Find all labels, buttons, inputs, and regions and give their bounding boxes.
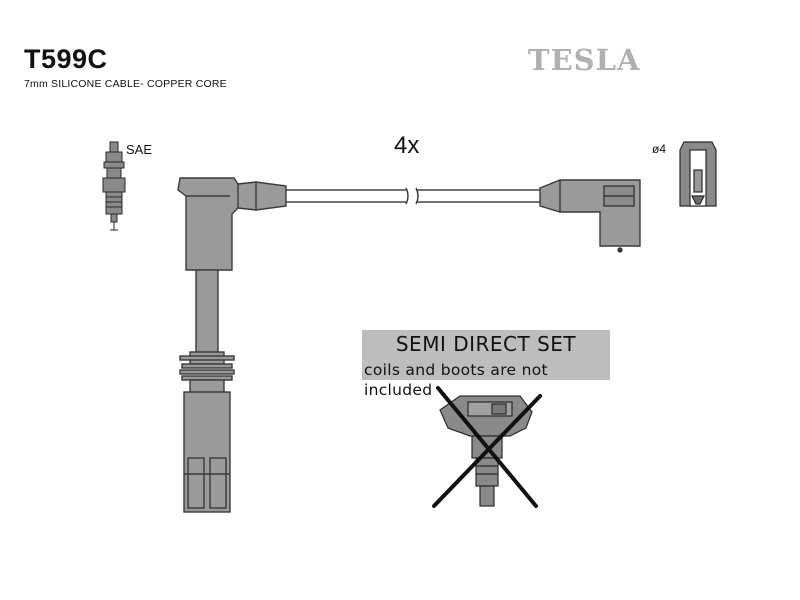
note-line-2: included [364, 381, 433, 399]
cable-quantity: 4x [394, 132, 420, 159]
left-boot [177, 177, 287, 513]
right-boot [539, 179, 641, 253]
cable [283, 186, 543, 206]
note-title: SEMI DIRECT SET [395, 332, 577, 356]
terminal-diameter-label: ø4 [652, 142, 667, 156]
spark-plug-icon [102, 141, 126, 231]
brand-logo-text: TESLA [528, 44, 641, 74]
note-line-1: coils and boots are not [364, 361, 548, 379]
not-included-cross [432, 386, 542, 508]
part-number: T599C [24, 44, 108, 74]
terminal-diameter-icon [679, 141, 717, 207]
cable-description: 7mm SILICONE CABLE- COPPER CORE [24, 78, 227, 90]
note-box [362, 330, 610, 380]
brand-logo: TESLA [526, 43, 650, 77]
plug-standard-label: SAE [126, 142, 153, 157]
